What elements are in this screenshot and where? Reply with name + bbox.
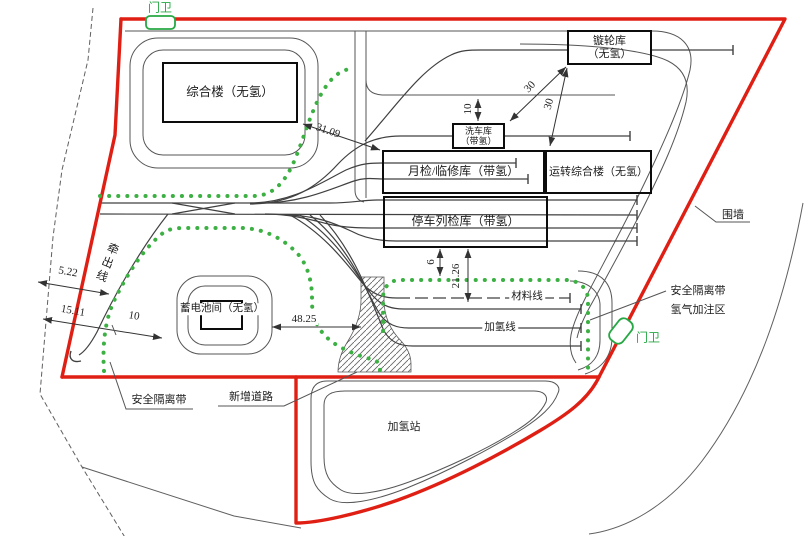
building-monthly-inspection-label: 月检/临修库（带氢） — [407, 164, 520, 179]
safety-belt-right-label: 安全隔离带 — [670, 284, 726, 297]
new-road-hatch — [337, 276, 412, 373]
track-lines — [69, 45, 734, 363]
gate-huts — [145, 15, 634, 345]
building-wash: 洗车库 （带氢） — [452, 123, 505, 149]
building-battery-label: 蓄电池间（无氢） — [178, 303, 266, 315]
dim-parking-to-belt: 6 — [424, 259, 437, 265]
building-comprehensive: 综合楼（无氢） — [162, 62, 298, 123]
track-end-buffer — [69, 350, 82, 363]
terrain-lines — [39, 7, 804, 536]
material-line-label: 材料线 — [509, 291, 545, 303]
terrain-bottom — [81, 466, 302, 529]
fill-area-leader — [589, 290, 667, 321]
hydrogen-station-label: 加氢站 — [387, 420, 421, 433]
building-wheel-lathe-label-2: （无氢） — [587, 47, 632, 60]
track-end-ticks — [515, 45, 734, 351]
leader-lines — [109, 205, 750, 410]
wall-label: 围墙 — [722, 208, 744, 221]
hydrogen-fill-area-label: 氢气加注区 — [670, 303, 726, 316]
building-monthly-inspection: 月检/临修库（带氢） — [382, 150, 545, 194]
dim-parking-to-material: 21.26 — [449, 263, 462, 289]
gate-top-label: 门卫 — [147, 0, 173, 15]
wall-leader — [694, 205, 750, 223]
terrain-right-arc — [588, 202, 804, 535]
building-battery — [200, 300, 243, 330]
dim-wash-clearance: 10 — [461, 103, 474, 115]
safety-belt-lines — [98, 67, 590, 373]
dimension-lines — [37, 66, 569, 340]
gate-hut-top — [145, 15, 176, 30]
building-wash-label-2: （带氢） — [460, 136, 497, 146]
belt-left-leader — [109, 361, 193, 410]
new-road-label: 新增道路 — [229, 390, 273, 403]
belt-lower-loop — [101, 226, 382, 373]
site-boundary-red — [60, 17, 787, 525]
building-parking-inspection-label: 停车列检库（带氢） — [411, 214, 520, 229]
building-wash-label-1: 洗车库 — [464, 125, 492, 136]
building-wheel-lathe-label-1: 镟轮库 — [593, 34, 626, 47]
hydrogen-line-label: 加氢线 — [482, 322, 518, 334]
terrain-left — [39, 7, 125, 536]
safety-belt-left-label: 安全隔离带 — [131, 393, 187, 406]
dim-battery-to-road: 48.25 — [289, 312, 319, 326]
building-wheel-lathe: 镟轮库 （无氢） — [567, 30, 652, 65]
building-operation: 运转综合楼（无氢） — [545, 150, 652, 194]
gate-right-label: 门卫 — [635, 330, 661, 345]
gate-hut-right — [608, 317, 634, 345]
new-road-leader — [218, 371, 358, 407]
building-parking-inspection: 停车列检库（带氢） — [383, 196, 548, 248]
building-comprehensive-label: 综合楼（无氢） — [186, 85, 274, 100]
belt-upper — [98, 67, 352, 198]
dim-left-c: 10 — [127, 309, 141, 323]
building-operation-label: 运转综合楼（无氢） — [549, 165, 648, 178]
